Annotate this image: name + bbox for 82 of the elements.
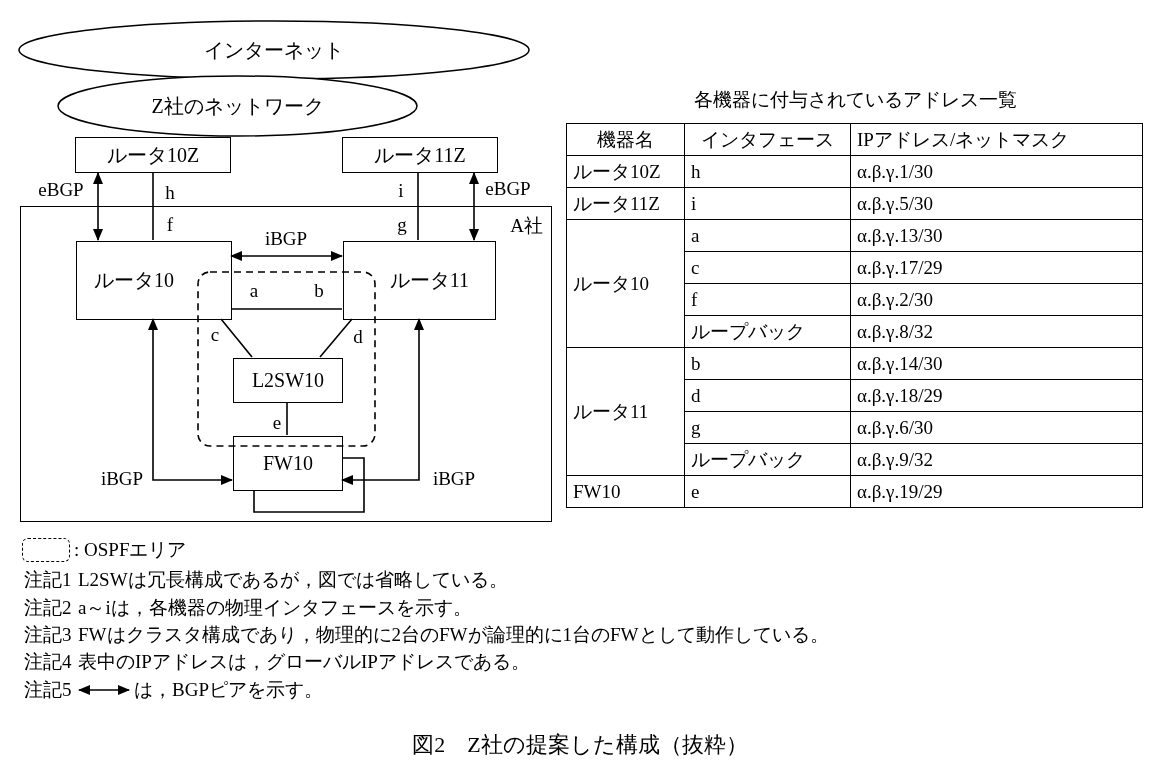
table-header-cell: IPアドレス/ネットマスク	[850, 123, 1143, 156]
interface-label: f	[166, 214, 174, 236]
double-arrow	[148, 318, 233, 485]
table-cell: α.β.γ.18/29	[850, 379, 1143, 412]
note-text: は，BGPピアを示す。	[134, 679, 323, 701]
table-cell: ルータ10	[566, 219, 685, 348]
router-box	[342, 137, 498, 173]
interface-label: i	[398, 180, 404, 202]
note-number: 注記4	[24, 651, 72, 673]
router-box	[343, 241, 496, 320]
table-cell: h	[684, 155, 851, 188]
link-line	[220, 318, 253, 358]
node-label: インターネット	[204, 37, 344, 63]
table-cell: i	[684, 187, 851, 220]
link-line	[286, 401, 288, 436]
table-cell: α.β.γ.17/29	[850, 251, 1143, 284]
node-label: Z社のネットワーク	[151, 93, 324, 119]
table-cell: FW10	[566, 475, 685, 508]
network-ellipse	[57, 75, 418, 137]
node-label: ルータ10	[94, 268, 174, 293]
table-title: 各機器に付与されているアドレス一覧	[693, 89, 1017, 111]
table-cell: α.β.γ.9/32	[850, 443, 1143, 476]
link-line	[152, 172, 154, 241]
note-number: 注記2	[24, 597, 72, 619]
table-cell: α.β.γ.8/32	[850, 315, 1143, 348]
note-text: L2SWは冗長構成であるが，図では省略している。	[78, 569, 508, 591]
firewall-box	[233, 436, 343, 491]
table-cell: e	[684, 475, 851, 508]
table-header-cell: インタフェース	[684, 123, 851, 156]
node-label: L2SW10	[251, 369, 325, 392]
interface-label: d	[353, 326, 363, 348]
table-cell: ルータ11	[566, 347, 685, 476]
table-cell: α.β.γ.14/30	[850, 347, 1143, 380]
interface-label: e	[272, 412, 282, 434]
table-header-cell: 機器名	[566, 123, 685, 156]
link-line	[230, 308, 343, 310]
table-cell: a	[684, 219, 851, 252]
table-cell: g	[684, 411, 851, 444]
link-line	[253, 457, 365, 513]
table-cell: α.β.γ.6/30	[850, 411, 1143, 444]
table-cell: ルータ10Z	[566, 155, 685, 188]
node-label: A社	[510, 214, 543, 238]
interface-label: b	[314, 280, 324, 302]
table-cell: c	[684, 251, 851, 284]
double-arrow	[469, 172, 479, 241]
table-cell: α.β.γ.19/29	[850, 475, 1143, 508]
node-label: FW10	[263, 452, 313, 475]
link-line	[319, 318, 353, 358]
node-label: ルータ10Z	[106, 142, 200, 168]
table-cell: ルータ11Z	[566, 187, 685, 220]
table-cell: α.β.γ.1/30	[850, 155, 1143, 188]
double-arrow	[93, 172, 103, 241]
interface-label: a	[249, 280, 259, 302]
note-number: 注記1	[24, 569, 72, 591]
double-arrow	[341, 318, 424, 485]
router-box	[76, 241, 232, 320]
company-frame	[20, 206, 552, 522]
note-text: FWはクラスタ構成であり，物理的に2台のFWが論理的に1台のFWとして動作している。	[78, 624, 829, 646]
switch-box	[233, 358, 343, 403]
interface-label: g	[397, 214, 407, 236]
node-label: ルータ11	[389, 268, 470, 293]
link-line	[417, 172, 419, 241]
table-cell: d	[684, 379, 851, 412]
double-arrow	[230, 251, 343, 261]
note-text: 表中のIPアドレスは，グローバルIPアドレスである。	[78, 651, 530, 673]
interface-label: c	[210, 324, 220, 346]
table-cell: α.β.γ.5/30	[850, 187, 1143, 220]
table-cell: α.β.γ.2/30	[850, 283, 1143, 316]
note-number: 注記3	[24, 624, 72, 646]
interface-label: h	[165, 182, 175, 204]
table-cell: b	[684, 347, 851, 380]
table-cell: ループバック	[684, 315, 851, 348]
note-number: 注記5	[24, 679, 72, 701]
figure-caption: 図2 Z社の提案した構成（抜粋）	[412, 732, 748, 758]
network-ellipse	[18, 20, 530, 80]
table-cell: α.β.γ.13/30	[850, 219, 1143, 252]
note-text: a～iは，各機器の物理インタフェースを示す。	[78, 597, 472, 619]
router-box	[75, 137, 231, 173]
node-label: ルータ11Z	[374, 142, 466, 168]
table-cell: f	[684, 283, 851, 316]
table-cell: ループバック	[684, 443, 851, 476]
legend-text: : OSPFエリア	[74, 539, 187, 561]
